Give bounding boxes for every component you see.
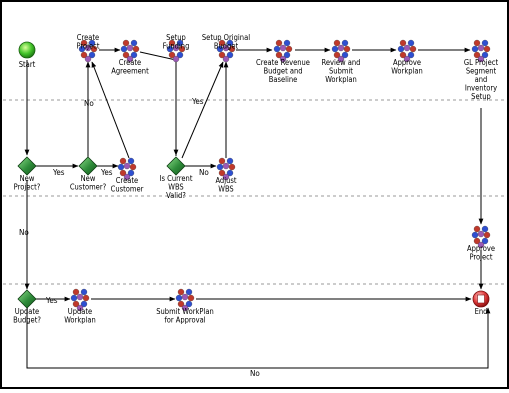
- activity-icon: [216, 157, 236, 181]
- start-icon: [18, 41, 36, 59]
- edge-label-new-customer-yes: Yes: [100, 168, 113, 177]
- edge-label-update-budget-no: No: [250, 369, 260, 378]
- activity-icon: [471, 39, 491, 63]
- node-label: Start: [19, 60, 36, 69]
- edges: [24, 47, 491, 369]
- decision-icon: [17, 156, 37, 176]
- end-icon: [472, 290, 490, 308]
- edge-label-wbs-valid-no: No: [199, 168, 209, 177]
- activity-icon: [117, 157, 137, 181]
- edge-wbs-yes: [181, 61, 224, 159]
- node-end[interactable]: End: [472, 290, 490, 316]
- edge-label-new-project-no: No: [19, 228, 29, 237]
- edge-label-new-customer-no: No: [84, 99, 94, 108]
- activity-icon: [331, 39, 351, 63]
- activity-icon: [471, 225, 491, 249]
- edge-label-new-project-yes: Yes: [52, 168, 65, 177]
- edge-create-customer-project: [91, 61, 130, 159]
- edge-labels: Yes Yes No Yes No No Yes No: [19, 97, 260, 378]
- activity-icon: [273, 39, 293, 63]
- activity-icon: [397, 39, 417, 63]
- node-start[interactable]: Start: [18, 41, 36, 69]
- edge-label-update-budget-yes: Yes: [45, 296, 58, 305]
- decision-icon: [17, 289, 37, 309]
- activity-icon: [70, 288, 90, 312]
- activity-icon: [78, 39, 98, 63]
- edge-label-wbs-valid-yes: Yes: [191, 97, 204, 106]
- activity-icon: [166, 39, 186, 63]
- node-label: End: [475, 307, 488, 316]
- activity-icon: [120, 39, 140, 63]
- edge-update-budget-no: [26, 307, 491, 369]
- activity-icon: [216, 39, 236, 63]
- decision-icon: [78, 156, 98, 176]
- activity-icon: [175, 288, 195, 312]
- decision-icon: [166, 156, 186, 176]
